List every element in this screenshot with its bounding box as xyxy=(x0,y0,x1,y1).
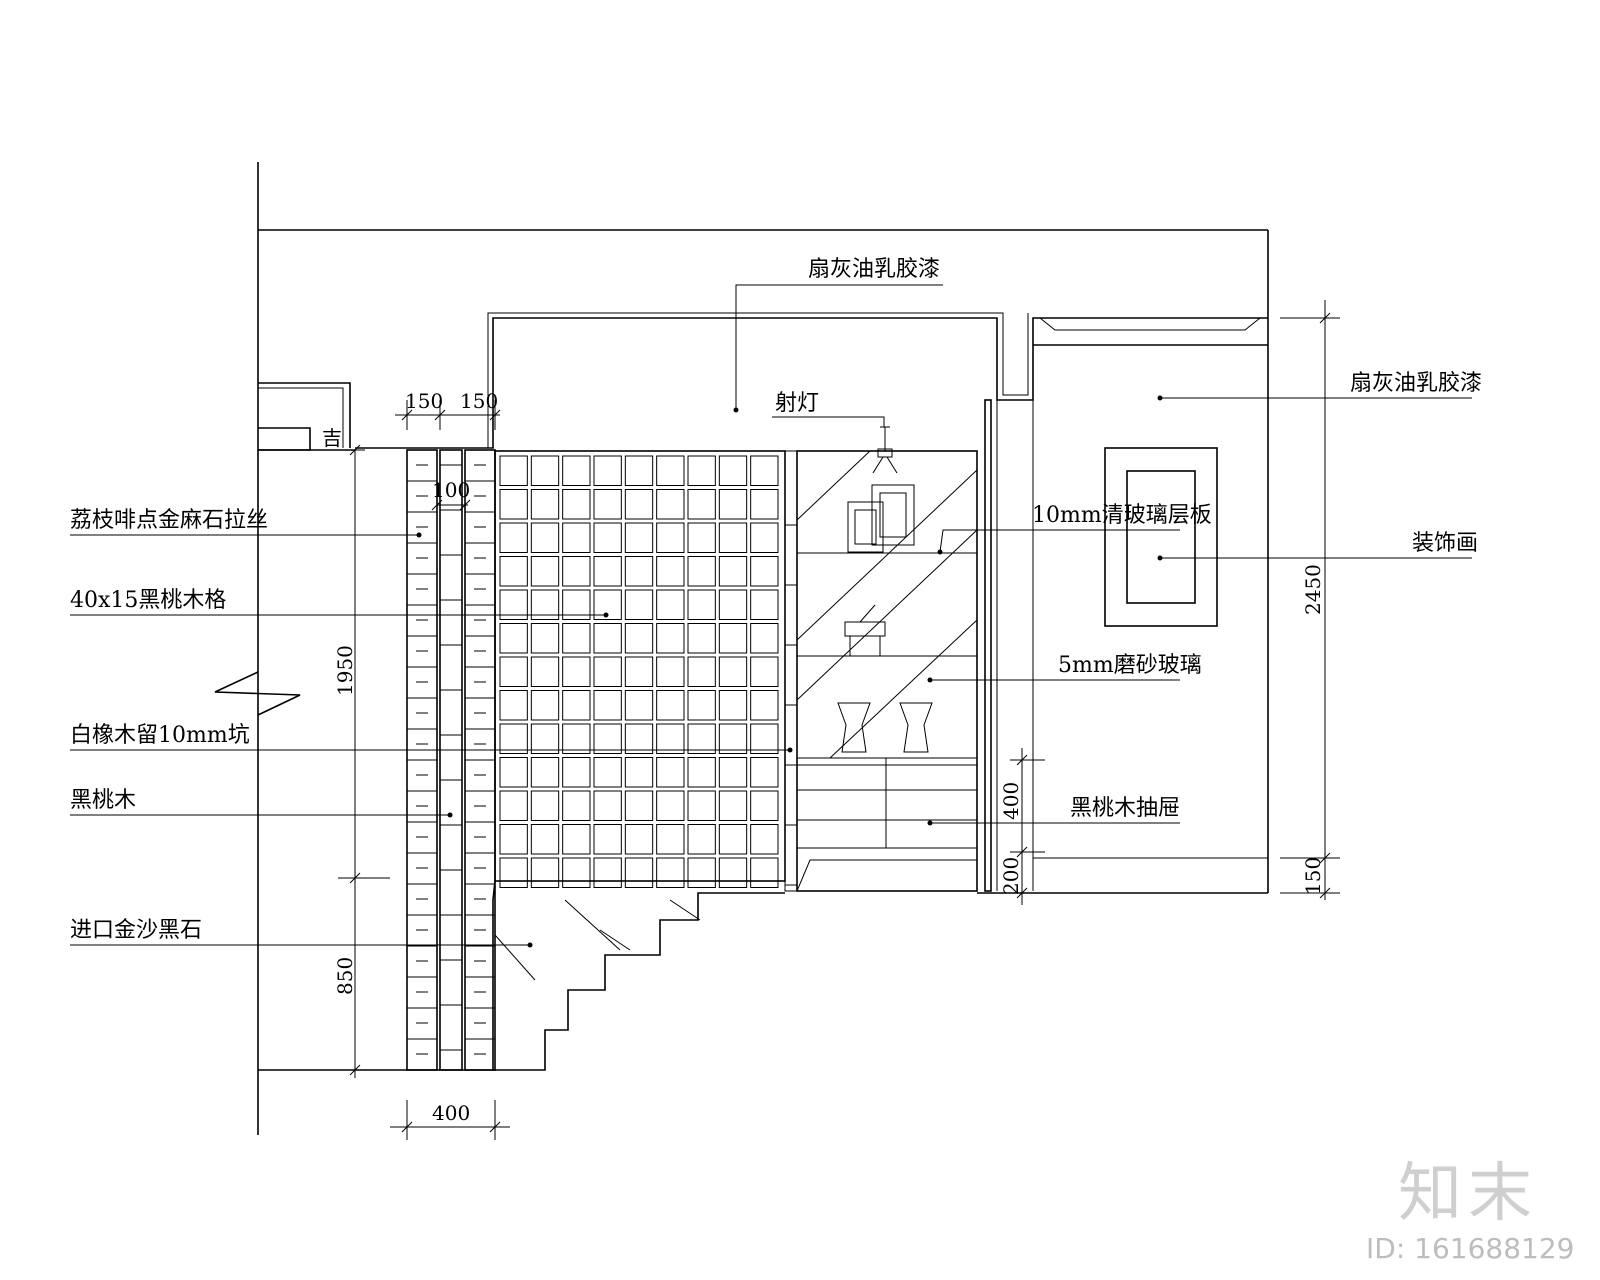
label-glass-shelf: 10mm清玻璃层板 xyxy=(1032,503,1212,528)
label-frosted-glass: 5mm磨砂玻璃 xyxy=(1058,653,1202,678)
dim-100: 100 xyxy=(432,478,470,502)
label-paint-top: 扇灰油乳胶漆 xyxy=(808,257,940,282)
dim-200: 200 xyxy=(999,857,1023,895)
dim-150-b: 150 xyxy=(460,389,498,413)
label-deco-painting: 装饰画 xyxy=(1412,531,1478,556)
label-spotlight: 射灯 xyxy=(775,391,819,416)
dim-2450: 2450 xyxy=(1301,564,1325,615)
dim-400-bottom: 400 xyxy=(432,1101,470,1125)
label-wood-grid: 40x15黑桃木格 xyxy=(70,588,226,613)
watermark-logo: 知末 xyxy=(1398,1157,1538,1231)
label-white-oak: 白橡木留10mm坑 xyxy=(70,723,250,748)
label-paint-right: 扇灰油乳胶漆 xyxy=(1350,371,1482,396)
dim-400-right: 400 xyxy=(999,782,1023,820)
dim-150-right: 150 xyxy=(1301,857,1325,895)
watermark-id: ID: 161688129 xyxy=(1366,1232,1575,1265)
svg-text:吉: 吉 xyxy=(322,426,342,450)
label-stone-brushed: 荔枝啡点金麻石拉丝 xyxy=(70,508,268,533)
dim-1950: 1950 xyxy=(333,645,357,696)
dim-150-a: 150 xyxy=(405,389,443,413)
label-black-walnut: 黑桃木 xyxy=(70,788,136,813)
label-black-stone: 进口金沙黑石 xyxy=(70,918,202,943)
label-drawer: 黑桃木抽屉 xyxy=(1070,796,1180,821)
dim-850: 850 xyxy=(333,957,357,995)
